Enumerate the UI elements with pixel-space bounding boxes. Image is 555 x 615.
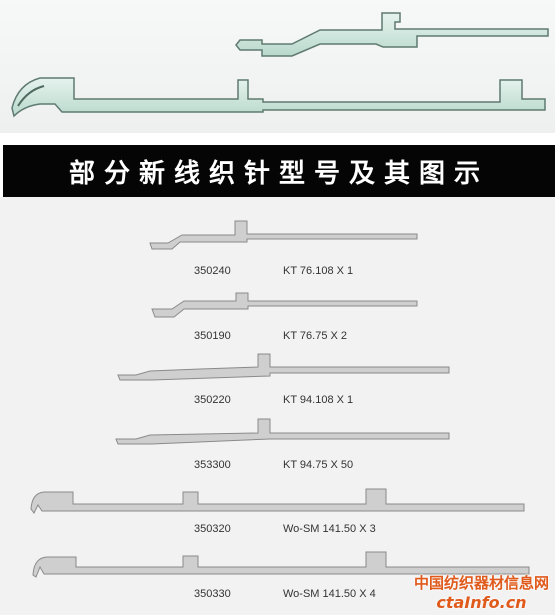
- needle-code: 350220: [194, 394, 231, 406]
- banner-title: 部分新线织针型号及其图示: [68, 158, 489, 189]
- needle-drawings: [30, 220, 530, 578]
- needle-drawing-350190: [151, 292, 418, 318]
- title-banner: 部分新线织针型号及其图示: [3, 145, 555, 197]
- needle-model: KT 94.75 X 50: [283, 459, 354, 471]
- hero-hook-detail: [17, 85, 45, 107]
- hero-needle-closeup: [0, 0, 555, 133]
- needle-code: 350240: [194, 265, 231, 277]
- needle-code: 350320: [194, 523, 231, 535]
- hero-upper-needle: [235, 12, 549, 57]
- needle-drawing-350330: [32, 551, 530, 578]
- needle-drawing-353300: [115, 418, 450, 445]
- needle-closeup-illustration: [11, 12, 549, 118]
- needle-model: KT 76.108 X 1: [283, 265, 354, 277]
- needle-model: KT 94.108 X 1: [283, 394, 354, 406]
- needle-drawing-350220: [117, 353, 450, 381]
- needle-catalog: 350240 KT 76.108 X 1 350190 KT 76.75 X 2…: [0, 197, 555, 615]
- hero-lower-needle: [11, 77, 546, 118]
- watermark-site-name: 中国纺织器材信息网: [413, 574, 549, 592]
- needle-code: 350330: [194, 588, 231, 600]
- watermark-url: ctaInfo.cn: [436, 593, 527, 612]
- watermark: 中国纺织器材信息网 ctaInfo.cn: [414, 572, 549, 612]
- needle-code: 350190: [194, 330, 231, 342]
- needle-model: Wo-SM 141.50 X 3: [283, 523, 376, 535]
- needle-code: 353300: [194, 459, 231, 471]
- needle-model: KT 76.75 X 2: [283, 330, 348, 342]
- needle-model: Wo-SM 141.50 X 4: [283, 588, 376, 600]
- needle-drawing-350240: [149, 220, 418, 250]
- needle-drawing-350320: [30, 488, 525, 514]
